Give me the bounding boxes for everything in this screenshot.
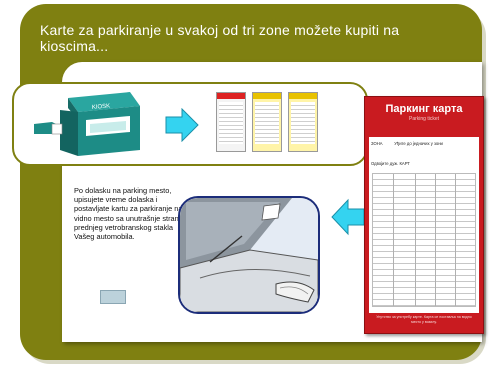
ticket-thumbnail-yellow <box>252 92 282 152</box>
ticket-card-icon <box>100 290 126 304</box>
ticket-body: ЗОНА Уђите до једначих у зони Одвојите д… <box>369 137 479 313</box>
arrow-left-icon <box>331 198 365 236</box>
ticket-footer: Упутство за употребу карте. Карта се пос… <box>376 315 472 324</box>
ticket-time-grid <box>372 173 476 307</box>
kiosk-icon: KIOSK <box>34 92 140 156</box>
slide-title: Karte za parkiranje u svakoj od tri zone… <box>40 22 400 54</box>
ticket-zone-note: Уђите до једначих у зони <box>394 141 443 146</box>
ticket-zone-label: ЗОНА <box>371 141 383 146</box>
parking-ticket: Паркинг карта Parking ticket ЗОНА Уђите … <box>364 96 484 334</box>
car-windshield-illustration <box>180 198 318 312</box>
car-illustration-box <box>178 196 320 314</box>
ticket-title: Паркинг карта <box>385 103 463 115</box>
ticket-thumbnail-yellow-2 <box>288 92 318 152</box>
kiosk-sign: KIOSK <box>92 103 111 111</box>
ticket-subtitle: Parking ticket <box>408 116 439 122</box>
instruction-text: Po dolasku na parking mesto, upisujete v… <box>74 186 183 242</box>
ticket-row-label: Одвојите дуж. КАРТ <box>371 161 410 166</box>
arrow-right-icon <box>165 108 199 142</box>
ticket-thumbnail-red <box>216 92 246 152</box>
